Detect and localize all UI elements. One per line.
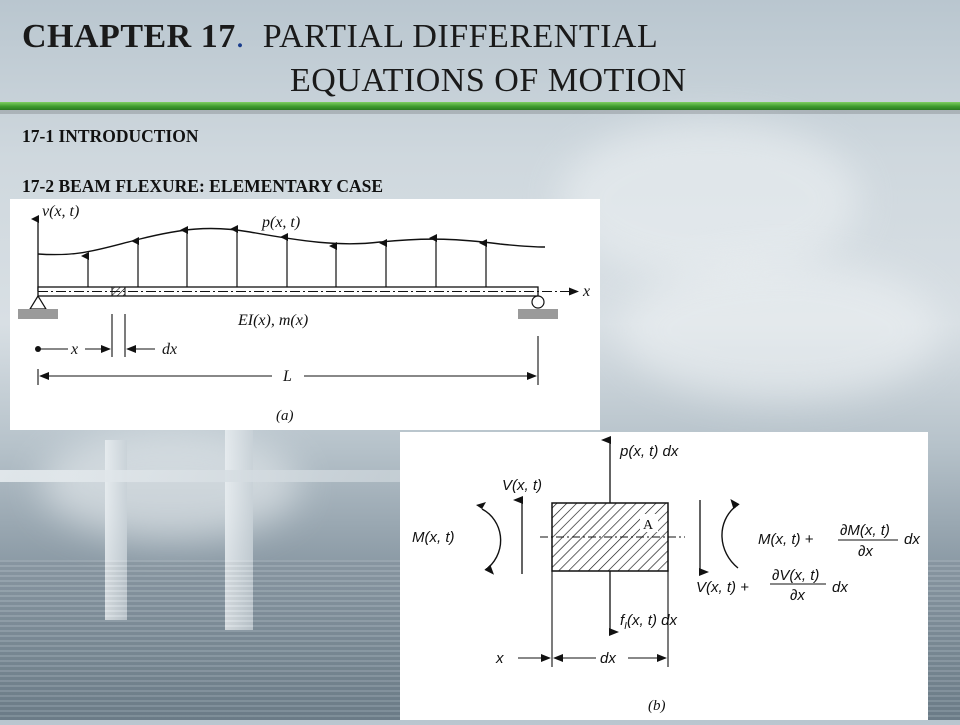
chapter-number: CHAPTER 17 [22, 18, 236, 55]
slide-title-line1: CHAPTER 17. PARTIAL DIFFERENTIAL [22, 18, 659, 55]
moment-arrow-right [721, 498, 740, 569]
figure-a-beam-diagram: v(x, t) p(x, t) x EI(x [10, 199, 600, 430]
title-divider-bar [0, 102, 960, 110]
moment-left-label: M(x, t) [412, 529, 455, 546]
x-axis-label: x [582, 283, 590, 300]
x-dimension-label: x [70, 341, 78, 358]
moment-right-denominator: ∂x [858, 543, 873, 560]
roller-support-right [518, 295, 558, 319]
bridge-deck [0, 470, 400, 482]
slide-title-line2: EQUATIONS OF MOTION [290, 62, 687, 99]
bridge-tower-left [105, 440, 127, 620]
figure-b-free-body-diagram: A p(x, t) dx V(x, t) M(x, t) M(x, t) + ∂… [400, 432, 928, 720]
figure-b-caption: (b) [648, 698, 666, 714]
point-A-label: A [643, 518, 654, 533]
figure-a-caption: (a) [276, 408, 294, 424]
shear-right-label: V(x, t) + [696, 579, 749, 596]
moment-right-numerator: ∂M(x, t) [840, 522, 890, 539]
title-text-line1: PARTIAL DIFFERENTIAL [262, 18, 659, 55]
length-label: L [282, 368, 292, 385]
load-force-label: p(x, t) dx [619, 443, 679, 460]
inertia-force-label: fI(x, t) dx [620, 612, 677, 632]
x-dimension-label-b: x [495, 650, 504, 667]
origin-dot [35, 346, 41, 352]
dx-dimension-label: dx [162, 341, 177, 358]
load-curve [37, 227, 546, 256]
shear-right-denominator: ∂x [790, 587, 805, 604]
load-arrows [81, 225, 487, 289]
bridge-tower-mid [225, 430, 253, 630]
beam-properties-label: EI(x), m(x) [237, 312, 308, 329]
section-heading-intro: 17-1 INTRODUCTION [22, 126, 199, 146]
shear-left-label: V(x, t) [502, 477, 542, 494]
load-label: p(x, t) [261, 214, 300, 231]
shear-right-dx: dx [832, 579, 848, 596]
shear-right-numerator: ∂V(x, t) [772, 567, 819, 584]
v-label: v(x, t) [42, 203, 79, 220]
moment-right-label: M(x, t) + [758, 531, 814, 548]
moment-right-dx: dx [904, 531, 920, 548]
moment-arrow-left [481, 508, 502, 575]
pin-support-left [18, 294, 58, 319]
beam-element-dx [111, 286, 126, 297]
dx-dimension-label-b: dx [600, 650, 616, 667]
section-heading-beam-flexure: 17-2 BEAM FLEXURE: ELEMENTARY CASE [22, 176, 384, 196]
